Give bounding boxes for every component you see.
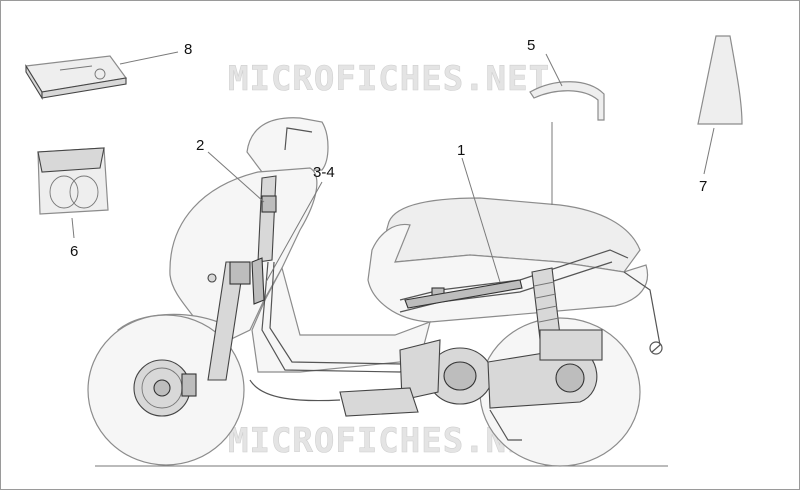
steering-bracket <box>261 195 277 213</box>
cylinder-head <box>399 339 441 401</box>
leader-3-4 <box>265 181 323 283</box>
part-6-decal-kit <box>37 147 109 215</box>
callout-6: 6 <box>70 243 78 260</box>
manual-scooter-icon <box>94 68 106 80</box>
leader-5a <box>545 53 563 87</box>
callout-5: 5 <box>527 37 535 54</box>
floorboard <box>251 266 431 373</box>
front-hub <box>153 379 171 397</box>
callout-7: 7 <box>699 178 707 195</box>
rear-pulley <box>555 363 585 393</box>
frame-mechanics <box>133 175 629 441</box>
part-5-trim-strip <box>529 81 605 121</box>
side-stand <box>489 409 522 441</box>
leader-2 <box>207 151 265 203</box>
decal-3-4-on-bike <box>251 257 265 305</box>
leader-1 <box>461 157 501 283</box>
battery-box <box>539 329 603 361</box>
tail-rail <box>623 271 661 353</box>
leader-6 <box>71 217 75 239</box>
callout-2: 2 <box>196 137 204 154</box>
shock-spring <box>533 281 561 335</box>
decal-kit-graphic-left <box>49 175 79 209</box>
callout-1: 1 <box>457 142 465 159</box>
front-shield <box>169 167 318 343</box>
decal-1-on-bike <box>404 279 523 309</box>
manual-title-line <box>59 65 93 71</box>
watermark-top: MICROFICHES.NET <box>228 59 550 99</box>
rear-frame-rail-inner <box>399 261 613 313</box>
decal-kit-flap <box>37 147 105 173</box>
engine-cover <box>443 361 477 391</box>
fork-bolt <box>207 273 217 283</box>
manual-edge <box>41 77 127 99</box>
scooter-outline <box>87 117 663 467</box>
tail-light <box>649 341 663 355</box>
exhaust-muffler <box>339 387 419 417</box>
part-8-manual <box>24 55 128 100</box>
leader-8 <box>119 51 179 65</box>
part-7-panel <box>697 35 743 125</box>
callout-8: 8 <box>184 41 192 58</box>
fork-clamp <box>229 261 251 285</box>
callout-3-4: 3-4 <box>313 164 335 181</box>
decal-kit-graphic-right <box>69 175 99 209</box>
exhaust-pipe <box>249 379 341 402</box>
brake-caliper <box>181 373 197 397</box>
mirror-stem <box>284 127 313 151</box>
leader-7 <box>703 127 715 175</box>
